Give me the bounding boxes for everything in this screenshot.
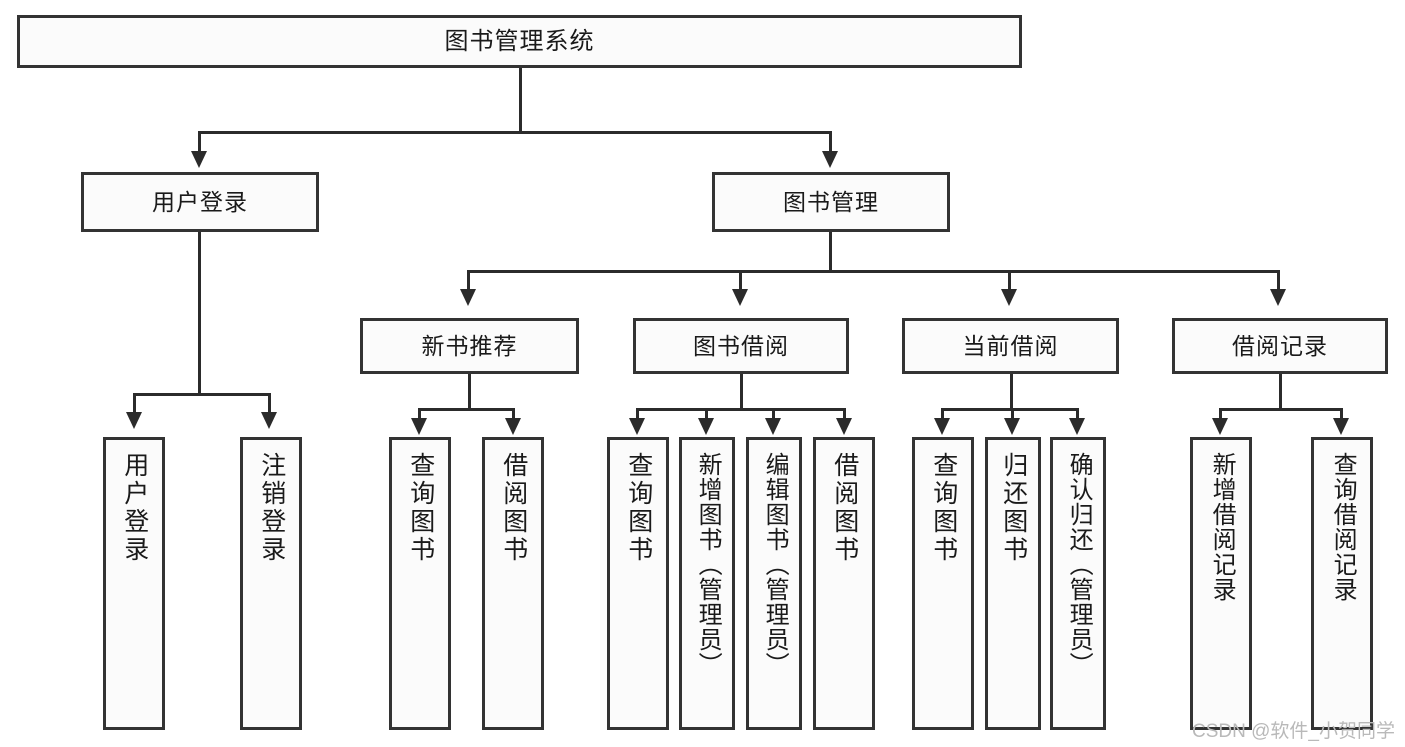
- csdn-watermark: CSDN @软件_小贺同学: [1192, 721, 1395, 742]
- connector-bm-to-current-borrow: [1008, 270, 1011, 292]
- node-label: 确认归还（管理员）: [1065, 452, 1093, 677]
- connector-borrow-record-bar: [1219, 408, 1343, 411]
- node-label: 新书推荐: [421, 332, 518, 359]
- connector-bb-leaf4: [843, 408, 846, 421]
- node-label: 借阅记录: [1232, 332, 1328, 359]
- node-label: 借阅图书: [499, 452, 528, 564]
- node-book-manage[interactable]: 图书管理: [712, 172, 950, 232]
- arrow-user-login-right: [261, 412, 277, 429]
- node-borrow-record[interactable]: 借阅记录: [1172, 318, 1388, 374]
- node-label: 查询图书: [624, 452, 653, 564]
- arrow-nb-leaf2: [505, 418, 521, 435]
- leaf-borrow-book-2[interactable]: 借阅图书: [813, 437, 875, 730]
- arrow-cb-leaf2: [1004, 418, 1020, 435]
- node-label: 新增借阅记录: [1208, 452, 1236, 602]
- connector-br-leaf2: [1340, 408, 1343, 421]
- arrow-bm-to-new-book: [460, 289, 476, 306]
- connector-current-borrow-stem: [1010, 374, 1013, 410]
- node-label: 当前借阅: [962, 332, 1059, 359]
- connector-nb-leaf2: [512, 408, 515, 421]
- connector-new-book-stem: [468, 374, 471, 410]
- connector-book-manage-stem: [829, 232, 832, 273]
- arrow-br-leaf2: [1333, 418, 1349, 435]
- leaf-add-book-admin[interactable]: 新增图书（管理员）: [679, 437, 735, 730]
- arrow-root-to-user-login: [191, 151, 207, 168]
- arrow-bm-to-borrow-record: [1270, 289, 1286, 306]
- leaf-query-borrow-record[interactable]: 查询借阅记录: [1311, 437, 1373, 730]
- connector-book-manage-bar: [467, 270, 1280, 273]
- connector-book-borrow-stem: [740, 374, 743, 410]
- node-label: 归还图书: [999, 452, 1028, 564]
- connector-br-leaf1: [1219, 408, 1222, 421]
- leaf-add-borrow-record[interactable]: 新增借阅记录: [1190, 437, 1252, 730]
- connector-user-login-stem: [198, 232, 201, 396]
- node-root-system[interactable]: 图书管理系统: [17, 15, 1022, 68]
- leaf-return-book[interactable]: 归还图书: [985, 437, 1041, 730]
- connector-user-login-bar: [133, 393, 270, 396]
- node-new-book-recommend[interactable]: 新书推荐: [360, 318, 579, 374]
- node-label: 图书借阅: [693, 332, 789, 359]
- node-label: 借阅图书: [830, 452, 859, 564]
- node-label: 查询图书: [406, 452, 435, 564]
- arrow-br-leaf1: [1212, 418, 1228, 435]
- leaf-confirm-return[interactable]: 确认归还（管理员）: [1050, 437, 1106, 730]
- node-label: 用户登录: [152, 188, 248, 215]
- node-label: 查询图书: [929, 452, 958, 564]
- leaf-query-book-1[interactable]: 查询图书: [389, 437, 451, 730]
- arrow-bm-to-book-borrow: [732, 289, 748, 306]
- connector-bm-to-borrow-record: [1277, 270, 1280, 292]
- leaf-logout-login[interactable]: 注销登录: [240, 437, 302, 730]
- arrow-nb-leaf1: [411, 418, 427, 435]
- node-label: 查询借阅记录: [1329, 452, 1357, 602]
- connector-cb-leaf1: [941, 408, 944, 421]
- node-label: 用户登录: [120, 452, 149, 564]
- arrow-cb-leaf1: [934, 418, 950, 435]
- leaf-query-book-3[interactable]: 查询图书: [912, 437, 974, 730]
- connector-current-borrow-bar: [941, 408, 1078, 411]
- arrow-bb-leaf3: [765, 418, 781, 435]
- arrow-user-login-left: [126, 412, 142, 429]
- connector-borrow-record-stem: [1279, 374, 1282, 410]
- connector-root-to-book-manage: [829, 131, 832, 154]
- node-label: 图书管理系统: [444, 27, 595, 55]
- leaf-edit-book-admin[interactable]: 编辑图书（管理员）: [746, 437, 802, 730]
- node-book-borrow[interactable]: 图书借阅: [633, 318, 849, 374]
- leaf-borrow-book-1[interactable]: 借阅图书: [482, 437, 544, 730]
- connector-user-login-left: [133, 393, 136, 415]
- node-label: 图书管理: [783, 188, 879, 215]
- connector-bm-to-new-book: [467, 270, 470, 292]
- leaf-user-login[interactable]: 用户登录: [103, 437, 165, 730]
- connector-user-login-right: [268, 393, 271, 415]
- connector-bb-leaf3: [772, 408, 775, 421]
- arrow-bm-to-current-borrow: [1001, 289, 1017, 306]
- arrow-bb-leaf2: [698, 418, 714, 435]
- connector-bb-leaf1: [636, 408, 639, 421]
- arrow-bb-leaf1: [629, 418, 645, 435]
- connector-bm-to-book-borrow: [739, 270, 742, 292]
- connector-root-stem: [519, 68, 522, 133]
- node-current-borrow[interactable]: 当前借阅: [902, 318, 1119, 374]
- leaf-query-book-2[interactable]: 查询图书: [607, 437, 669, 730]
- connector-root-to-user-login: [198, 131, 201, 154]
- connector-cb-leaf3: [1076, 408, 1079, 421]
- node-user-login[interactable]: 用户登录: [81, 172, 319, 232]
- connector-new-book-bar: [418, 408, 515, 411]
- connector-nb-leaf1: [418, 408, 421, 421]
- connector-book-borrow-bar: [636, 408, 846, 411]
- node-label: 注销登录: [257, 452, 286, 564]
- arrow-cb-leaf3: [1069, 418, 1085, 435]
- arrow-root-to-book-manage: [822, 151, 838, 168]
- node-label: 新增图书（管理员）: [694, 452, 722, 677]
- connector-bb-leaf2: [705, 408, 708, 421]
- arrow-bb-leaf4: [836, 418, 852, 435]
- node-label: 编辑图书（管理员）: [761, 452, 789, 677]
- connector-root-bar: [198, 131, 832, 134]
- connector-cb-leaf2: [1011, 408, 1014, 421]
